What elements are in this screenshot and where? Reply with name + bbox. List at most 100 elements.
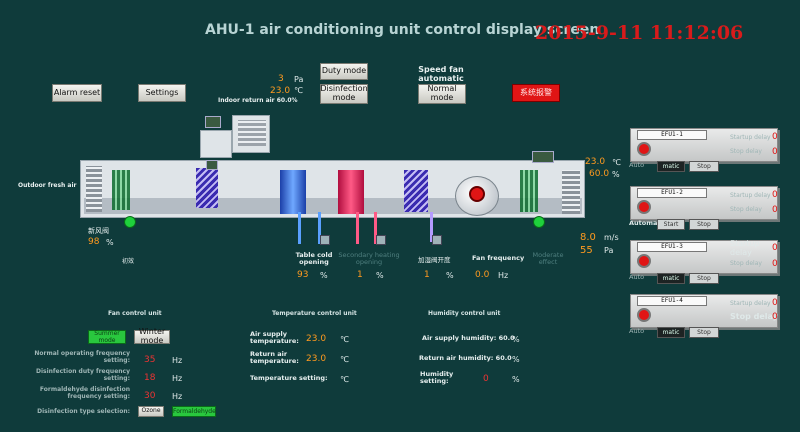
moderate-filter bbox=[520, 170, 538, 212]
pressure-unit: Pa bbox=[294, 75, 304, 84]
fan-stop-button[interactable]: Stop bbox=[689, 219, 719, 230]
steam-pipe bbox=[430, 212, 433, 242]
alarm-reset-button[interactable]: Alarm reset bbox=[52, 84, 102, 102]
return-temp-label: Return air temperature: bbox=[250, 350, 299, 366]
supply-temp-value: 23.0 bbox=[585, 157, 606, 167]
disinfection-mode-button[interactable]: Disinfection mode bbox=[320, 84, 368, 104]
humidity-setting-unit: % bbox=[512, 375, 520, 384]
fan-mode-prefix: Auto bbox=[629, 327, 645, 335]
settings-button[interactable]: Settings bbox=[138, 84, 186, 102]
return-grille bbox=[238, 120, 266, 146]
fan-name: EFU1-1 bbox=[637, 130, 707, 140]
fan-mode-prefix: Automatic bbox=[629, 219, 667, 227]
datetime-display: 2015-9-11 11:12:06 bbox=[535, 22, 744, 44]
supply-humidity-unit: % bbox=[612, 170, 620, 179]
normal-freq-value[interactable]: 35 bbox=[144, 355, 156, 365]
damper-status-icon bbox=[124, 216, 136, 228]
humidifier-section bbox=[404, 170, 428, 212]
return-temp-setpoint-unit: ℃ bbox=[340, 355, 349, 364]
startup-delay-label: Startup delay bbox=[730, 300, 771, 307]
humidity-setting-label: Humidity setting: bbox=[420, 370, 454, 386]
stop-delay-label: Stop delay bbox=[730, 312, 778, 321]
airflow-unit: m/s bbox=[604, 233, 619, 242]
table-cold-label: Table cold opening bbox=[295, 251, 333, 267]
startup-delay-label: Startup delay bbox=[730, 134, 771, 141]
supply-fan-housing bbox=[455, 176, 499, 216]
supply-temp-setpoint: 23.0 bbox=[306, 334, 327, 344]
fan-stop-button[interactable]: Stop bbox=[689, 161, 719, 172]
speed-fan-label: Speed fan automatic bbox=[418, 65, 464, 83]
hot-water-pipe bbox=[356, 212, 359, 244]
duct-floor bbox=[84, 198, 582, 214]
system-alarm-button[interactable]: 系统报警 bbox=[512, 84, 560, 102]
supply-louver bbox=[562, 170, 580, 214]
fan-panel-efu1-2: EFU1-2 Automatic Start Stop bbox=[629, 186, 778, 230]
fan-auto-button[interactable]: matic bbox=[657, 273, 685, 284]
return-sensor-icon bbox=[205, 116, 221, 128]
formaldehyde-button[interactable]: Formaldehyde bbox=[172, 406, 216, 417]
duty-mode-button[interactable]: Duty mode bbox=[320, 63, 368, 80]
fan-status-icon bbox=[637, 142, 651, 156]
fan-panel-efu1-1: EFU1-1 Auto matic Stop bbox=[629, 128, 778, 172]
humidifier-label: 加湿阀开度 bbox=[418, 256, 451, 264]
supply-temp-label: Air supply temperature: bbox=[250, 330, 299, 346]
disinfection-type-label: Disinfection type selection: bbox=[37, 408, 130, 415]
supply-humidity-value: 60.0 bbox=[589, 169, 610, 179]
fan-auto-button[interactable]: matic bbox=[657, 327, 685, 338]
supply-temp-setpoint-unit: ℃ bbox=[340, 335, 349, 344]
disinfection-freq-value[interactable]: 18 bbox=[144, 373, 156, 383]
stop-delay-label: Stop delay bbox=[730, 148, 762, 155]
humidity-control-heading: Humidity control unit bbox=[428, 310, 501, 317]
stop-delay-value: 0 bbox=[772, 147, 778, 157]
normal-freq-label: Normal operating frequency setting: bbox=[34, 350, 130, 364]
table-cold-unit: % bbox=[320, 271, 328, 280]
fan-start-button[interactable]: Start bbox=[657, 219, 685, 230]
startup-delay-label: Startup delay bbox=[730, 239, 760, 257]
fan-status-icon bbox=[637, 308, 651, 322]
startup-delay-value: 0 bbox=[772, 243, 778, 253]
fan-status-icon bbox=[637, 200, 651, 214]
winter-mode-button[interactable]: Winter mode bbox=[134, 327, 170, 345]
return-duct-top bbox=[232, 115, 270, 153]
stop-delay-label: Stop delay bbox=[730, 260, 762, 267]
startup-delay-value: 0 bbox=[772, 132, 778, 142]
fan-stop-button[interactable]: Stop bbox=[689, 327, 719, 338]
damper-value: 98 bbox=[88, 237, 100, 247]
supply-fan-status-icon bbox=[469, 186, 485, 202]
humidify-valve-icon bbox=[432, 235, 442, 245]
ozone-button[interactable]: Ozone bbox=[138, 406, 164, 417]
formaldehyde-freq-value[interactable]: 30 bbox=[144, 391, 156, 401]
primary-filter bbox=[112, 170, 130, 210]
filter-status-icon bbox=[533, 216, 545, 228]
summer-mode-button[interactable]: Summer mode bbox=[88, 330, 126, 344]
cooling-coil bbox=[280, 170, 306, 214]
fan-stop-button[interactable]: Stop bbox=[689, 273, 719, 284]
temp-setting-label: Temperature setting: bbox=[250, 374, 328, 382]
fan-mode-prefix: Auto bbox=[629, 273, 645, 281]
secondary-heating-unit: % bbox=[376, 271, 384, 280]
fan-panel-efu1-3: EFU1-3 Auto matic Stop bbox=[629, 240, 778, 284]
moderate-effect-label: Moderate effect bbox=[532, 251, 564, 267]
airflow-value: 8.0 bbox=[580, 232, 596, 243]
mixing-section bbox=[196, 168, 218, 208]
heating-coil bbox=[338, 170, 364, 214]
fresh-air-damper-label: 新风阀 bbox=[88, 227, 109, 235]
normal-mode-button[interactable]: Normal mode bbox=[418, 84, 466, 104]
indoor-return-air-label: Indoor return air 60.0% bbox=[218, 97, 298, 104]
return-humidity-label: Return air humidity: 60.0 bbox=[419, 354, 512, 362]
chilled-water-pipe bbox=[298, 212, 301, 244]
fresh-air-louver bbox=[86, 166, 102, 212]
humidity-setting-value[interactable]: 0 bbox=[483, 374, 489, 384]
pressure-value: 3 bbox=[278, 74, 284, 84]
damper-unit: % bbox=[106, 238, 114, 247]
stop-delay-label: Stop delay bbox=[730, 206, 762, 213]
fan-auto-button[interactable]: matic bbox=[657, 161, 685, 172]
humidifier-value: 1 bbox=[424, 270, 430, 280]
supply-humidity-unit: % bbox=[512, 335, 520, 344]
formaldehyde-freq-label: Formaldehyde disinfection frequency sett… bbox=[39, 386, 130, 400]
temperature-control-heading: Temperature control unit bbox=[272, 310, 357, 317]
fan-name: EFU1-2 bbox=[637, 188, 707, 198]
table-cold-value: 93 bbox=[297, 270, 309, 280]
return-duct-elbow bbox=[200, 130, 232, 158]
fan-frequency-value: 0.0 bbox=[475, 270, 490, 280]
